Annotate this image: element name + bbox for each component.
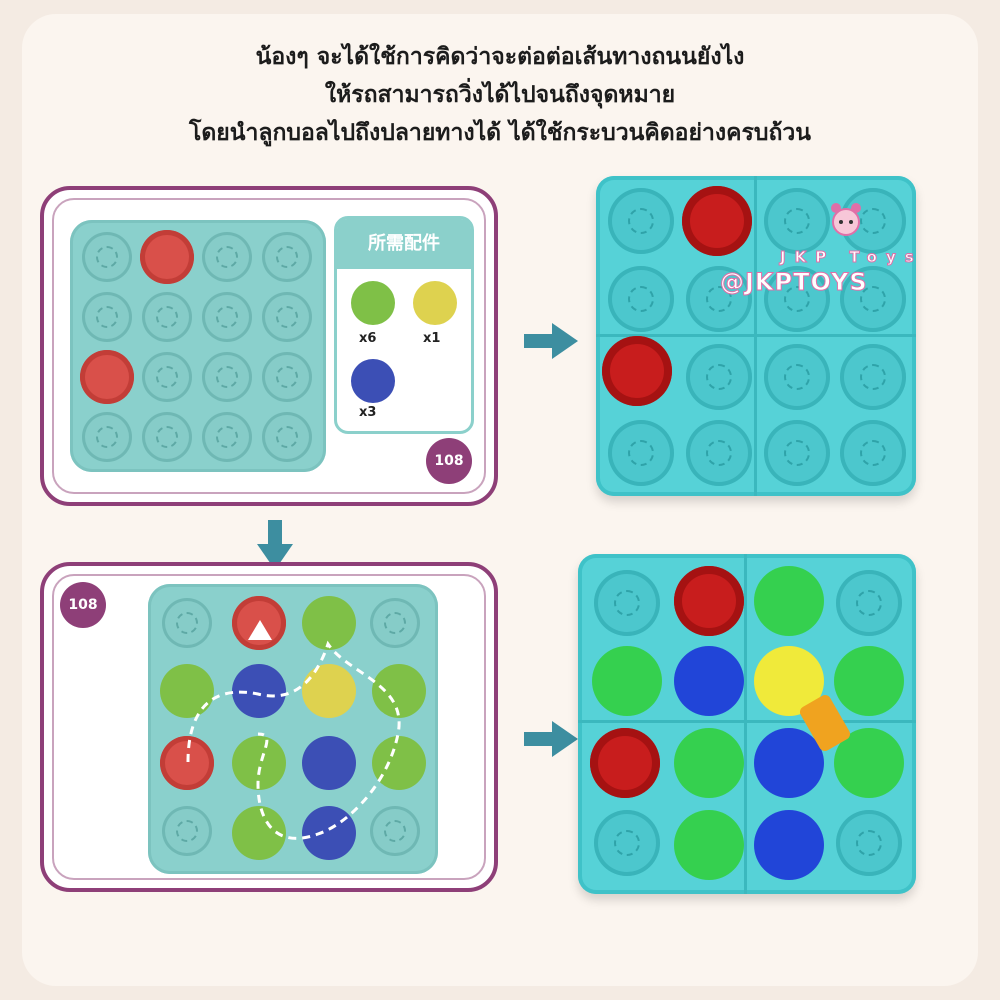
tile xyxy=(162,598,212,648)
yellow-piece xyxy=(302,664,356,718)
level-badge: 108 xyxy=(60,582,106,628)
blue-disc xyxy=(754,810,824,880)
part-yellow-count: x1 xyxy=(423,331,441,346)
end-disc-red xyxy=(590,728,660,798)
tile xyxy=(82,292,132,342)
tile xyxy=(82,232,132,282)
board-seam xyxy=(744,554,747,894)
green-disc xyxy=(674,810,744,880)
arrow-right-icon xyxy=(552,721,578,757)
required-parts-title: 所需配件 xyxy=(337,219,471,269)
tile xyxy=(82,412,132,462)
part-blue-icon xyxy=(351,359,395,403)
board-photo-solved xyxy=(578,554,916,894)
start-piece-red xyxy=(140,230,194,284)
board-seam xyxy=(578,720,916,723)
end-disc-red xyxy=(602,336,672,406)
slot xyxy=(594,810,660,876)
green-piece xyxy=(302,596,356,650)
slot xyxy=(594,570,660,636)
headline-line-1: น้องๆ จะได้ใช้การคิดว่าจะต่อต่อเส้นทางถน… xyxy=(255,44,745,70)
headline-line-3: โดยนำลูกบอลไปถึงปลายทางได้ ได้ใช้กระบวนค… xyxy=(188,120,812,146)
tile xyxy=(202,352,252,402)
slot xyxy=(608,420,674,486)
tile xyxy=(262,292,312,342)
slot xyxy=(836,570,902,636)
blue-disc xyxy=(674,646,744,716)
puzzle-diagram-board xyxy=(70,220,326,472)
slot xyxy=(836,810,902,876)
green-disc xyxy=(834,646,904,716)
slot xyxy=(686,344,752,410)
slot xyxy=(764,266,830,332)
slot xyxy=(608,188,674,254)
green-piece xyxy=(372,664,426,718)
tile xyxy=(142,292,192,342)
tile xyxy=(162,806,212,856)
start-disc-red xyxy=(682,186,752,256)
board-photo-setup xyxy=(596,176,916,496)
slot xyxy=(686,420,752,486)
green-piece xyxy=(160,664,214,718)
tile xyxy=(202,232,252,282)
part-green-icon xyxy=(351,281,395,325)
tile xyxy=(370,598,420,648)
solution-path-icon xyxy=(186,620,401,840)
headline-line-2: ให้รถสามารถวิ่งได้ไปจนถึงจุดหมาย xyxy=(324,82,676,108)
start-disc-red xyxy=(674,566,744,636)
slot xyxy=(764,344,830,410)
tile xyxy=(262,412,312,462)
slot xyxy=(764,188,830,254)
green-disc xyxy=(592,646,662,716)
slot xyxy=(840,344,906,410)
brand-handle: @JKPTOYS xyxy=(720,268,868,297)
green-piece xyxy=(372,736,426,790)
tile xyxy=(202,292,252,342)
brand-name: JKP Toys xyxy=(780,248,923,267)
brand-logo-icon xyxy=(826,200,866,244)
blue-disc xyxy=(754,728,824,798)
slot xyxy=(840,266,906,332)
tile xyxy=(142,352,192,402)
tile xyxy=(262,232,312,282)
end-piece-red xyxy=(160,736,214,790)
slot xyxy=(840,420,906,486)
solution-diagram-board xyxy=(148,584,438,874)
arrow-right-shaft xyxy=(524,334,554,348)
slot xyxy=(608,266,674,332)
arrow-right-shaft xyxy=(524,732,554,746)
tile xyxy=(262,352,312,402)
slot xyxy=(686,266,752,332)
tile xyxy=(370,806,420,856)
board-seam xyxy=(596,334,916,337)
green-disc xyxy=(674,728,744,798)
part-green-count: x6 xyxy=(359,331,377,346)
end-piece-red xyxy=(80,350,134,404)
blue-piece xyxy=(302,806,356,860)
part-yellow-icon xyxy=(413,281,457,325)
required-parts-panel: 所需配件 x6 x1 x3 xyxy=(334,216,474,434)
blue-piece xyxy=(302,736,356,790)
tile xyxy=(142,412,192,462)
part-blue-count: x3 xyxy=(359,405,377,420)
arrow-right-icon xyxy=(552,323,578,359)
headline: น้องๆ จะได้ใช้การคิดว่าจะต่อต่อเส้นทางถน… xyxy=(0,38,1000,152)
level-badge: 108 xyxy=(426,438,472,484)
green-disc xyxy=(754,566,824,636)
slot xyxy=(764,420,830,486)
arrow-down-shaft xyxy=(268,520,282,546)
tile xyxy=(202,412,252,462)
